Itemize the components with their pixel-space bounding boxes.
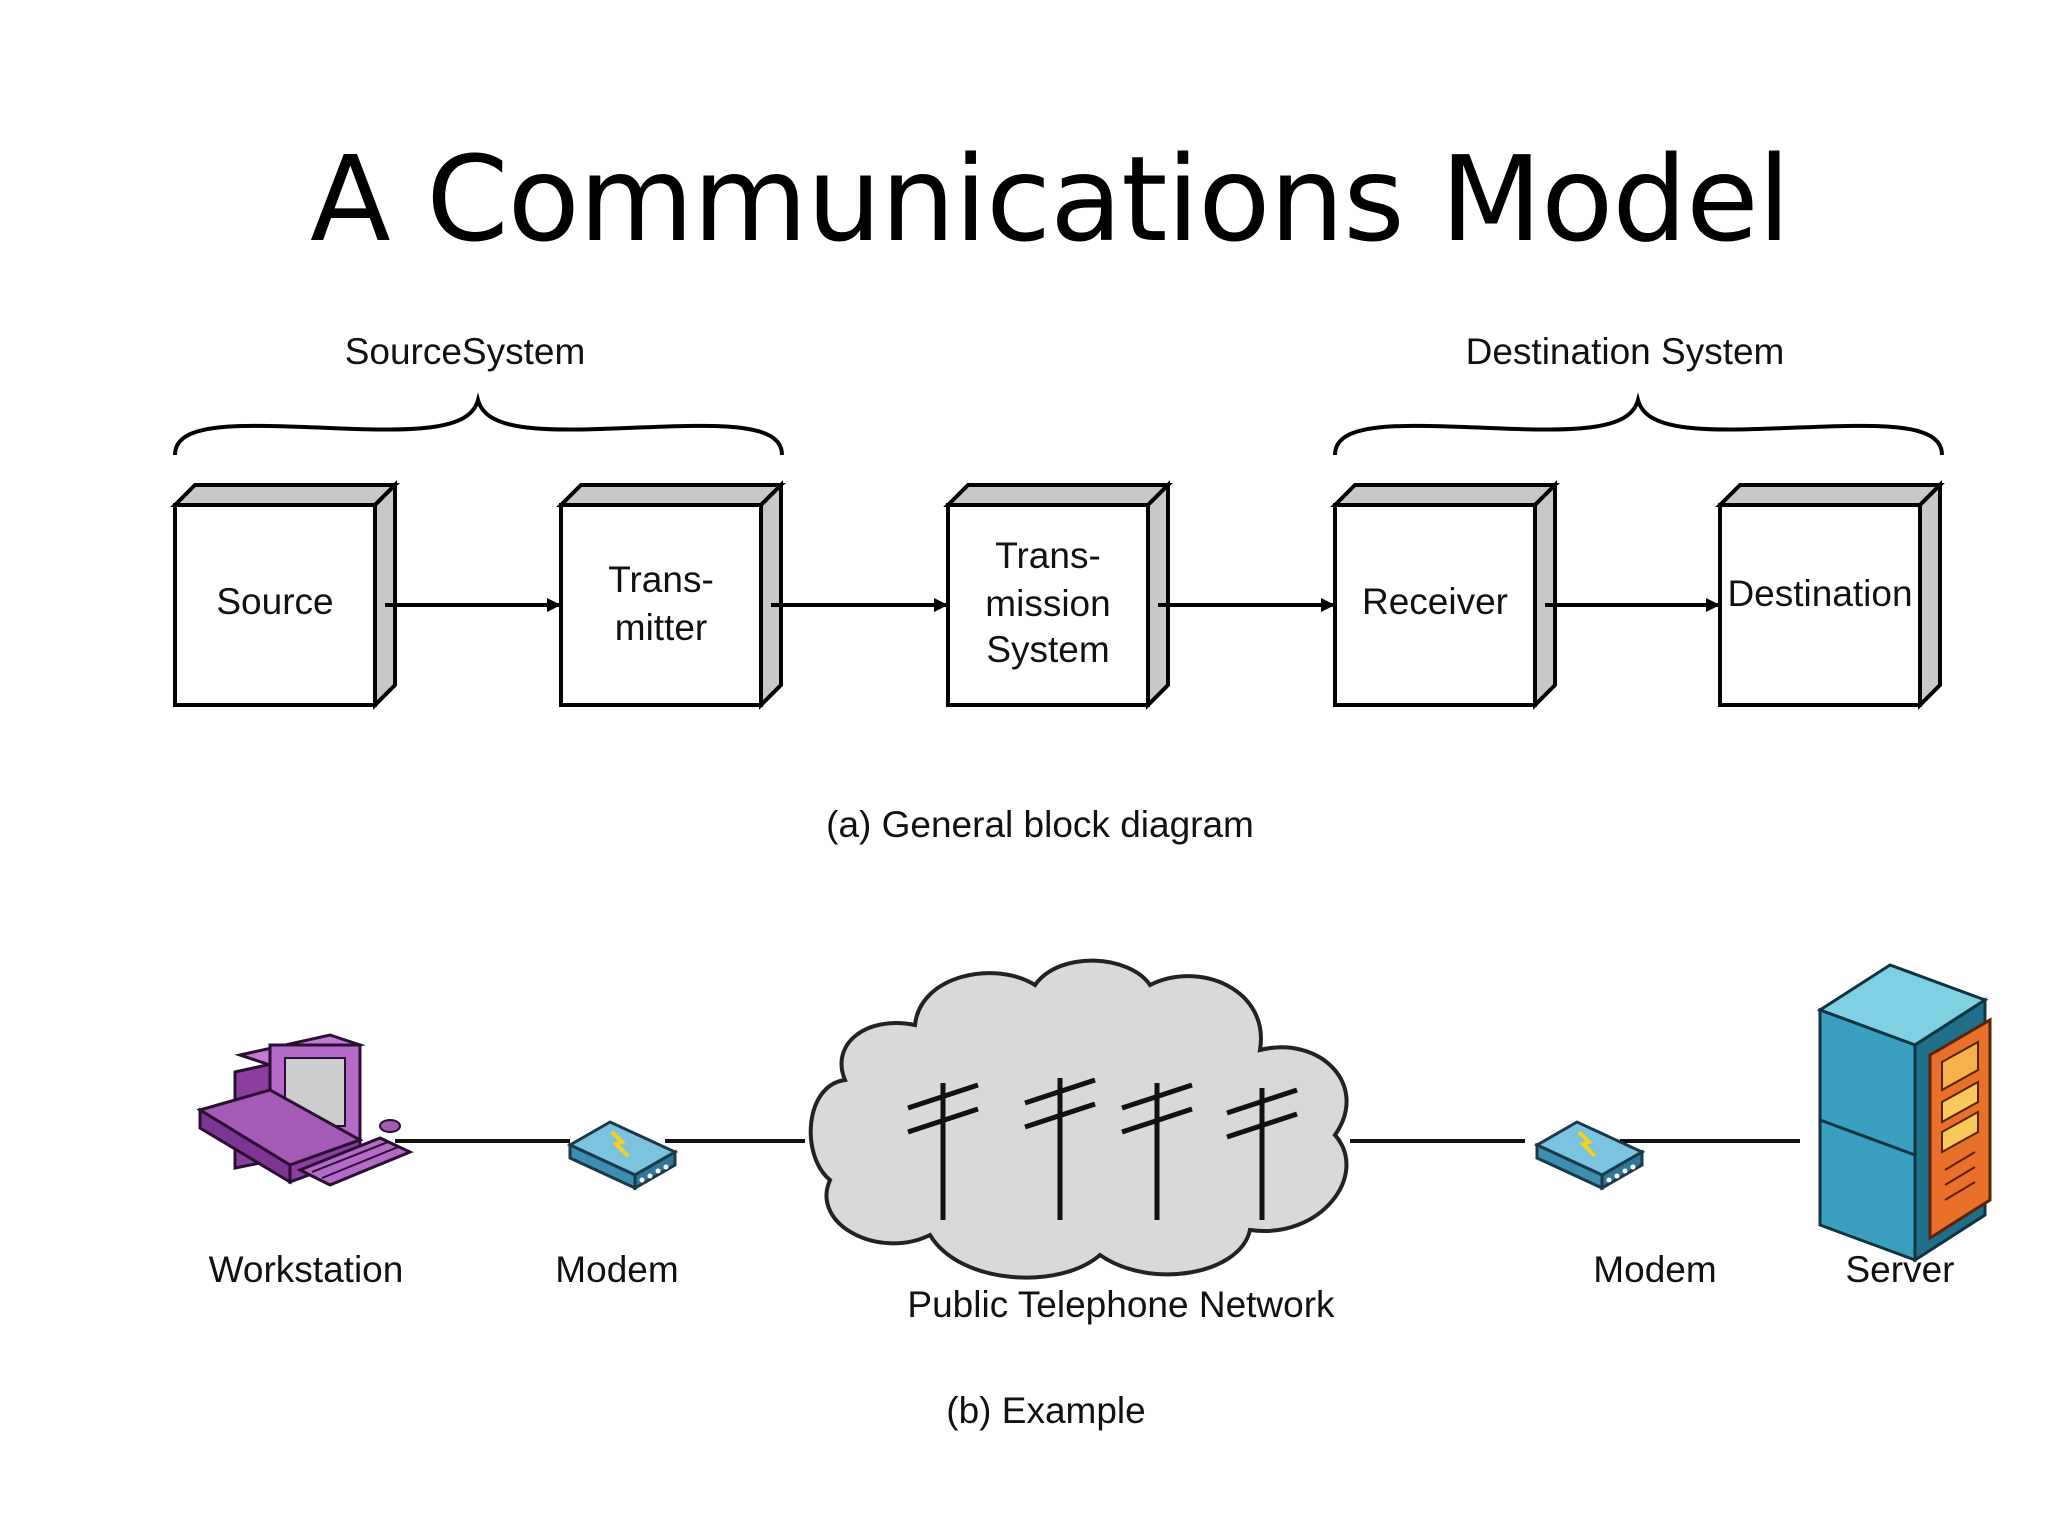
block-transmitter-label-line2: mitter xyxy=(615,607,708,648)
caption-a: (a) General block diagram xyxy=(826,804,1254,845)
server-label: Server xyxy=(1846,1249,1955,1290)
telephone-pole-icon xyxy=(1024,1077,1096,1220)
telephone-pole-icon xyxy=(1226,1087,1298,1220)
telephone-pole-icon xyxy=(1121,1082,1193,1220)
workstation-label: Workstation xyxy=(209,1249,404,1290)
block-transmission-label-line3: System xyxy=(986,629,1109,670)
modem-right-icon xyxy=(1533,1120,1646,1191)
block-transmission-label-line1: Trans- xyxy=(995,535,1101,576)
block-transmitter-label-line1: Trans- xyxy=(608,559,714,600)
block-destination-label: Destination xyxy=(1727,573,1912,614)
modem-left-label: Modem xyxy=(555,1249,678,1290)
block-source: Source xyxy=(170,480,400,710)
telephone-pole-icon xyxy=(907,1082,979,1220)
destination-system-label: Destination System xyxy=(1466,331,1785,372)
block-transmission-label-line2: mission xyxy=(985,583,1110,624)
block-source-label: Source xyxy=(216,581,333,622)
source-system-brace xyxy=(173,392,784,456)
destination-system-brace xyxy=(1333,392,1944,456)
block-receiver-label: Receiver xyxy=(1362,581,1508,622)
modem-right-label: Modem xyxy=(1593,1249,1716,1290)
block-destination: Destination xyxy=(1715,480,1945,710)
block-transmitter: Trans- mitter xyxy=(556,480,786,710)
slide-title: A Communications Model xyxy=(310,130,1791,268)
server-icon xyxy=(1816,963,1992,1263)
source-system-label: SourceSystem xyxy=(345,331,586,372)
workstation-icon xyxy=(196,1033,414,1187)
public-telephone-network-cloud xyxy=(808,958,1349,1280)
caption-b: (b) Example xyxy=(946,1390,1145,1431)
network-label: Public Telephone Network xyxy=(907,1284,1335,1325)
block-transmission-system: Trans- mission System xyxy=(943,480,1173,710)
modem-left-icon xyxy=(566,1120,679,1191)
block-receiver: Receiver xyxy=(1330,480,1560,710)
